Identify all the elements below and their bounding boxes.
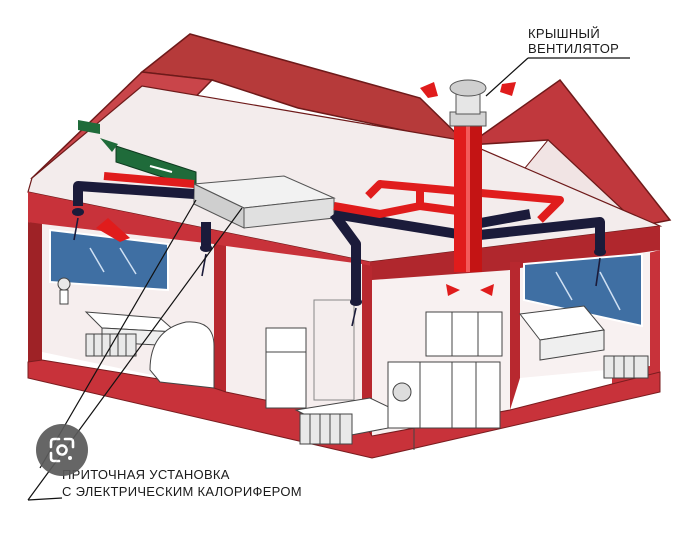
partition-wall-2	[362, 264, 372, 436]
roof-fan-arrows	[420, 82, 516, 98]
partition-wall-3	[510, 262, 520, 410]
plant-pot	[57, 277, 71, 305]
radiator-middle	[299, 413, 353, 445]
door	[313, 299, 355, 401]
radiator-right	[603, 355, 649, 379]
exhaust-vents	[72, 208, 606, 306]
supply-unit-label-line2: С ЭЛЕКТРИЧЕСКИМ КАЛОРИФЕРОМ	[62, 484, 302, 499]
fridge	[265, 327, 307, 409]
supply-unit-label-line1: ПРИТОЧНАЯ УСТАНОВКА	[62, 467, 230, 482]
fresh-air-intake-duct	[78, 120, 197, 189]
roof-fan-label-line1: КРЫШНЫЙ	[528, 26, 601, 41]
bed-right	[519, 305, 605, 361]
kitchen-counter	[387, 361, 501, 429]
google-lens-icon[interactable]	[36, 424, 88, 476]
supply-outlet-arrow-left	[96, 218, 130, 242]
roof-fan-riser	[454, 124, 482, 272]
kitchen-cabinets-upper	[425, 311, 503, 357]
window-right	[523, 252, 643, 328]
armchair	[149, 321, 215, 389]
ceiling-intake-arrows	[446, 284, 494, 296]
partition-wall-1	[214, 244, 226, 392]
roof-fan	[449, 79, 487, 127]
left-end-wall	[28, 222, 42, 362]
roof-right-slope	[465, 78, 672, 227]
supply-unit-box	[192, 175, 336, 229]
roof-fan-label-line2: ВЕНТИЛЯТОР	[528, 41, 620, 56]
window-left	[49, 228, 169, 292]
lens-glyph-icon	[49, 437, 75, 463]
